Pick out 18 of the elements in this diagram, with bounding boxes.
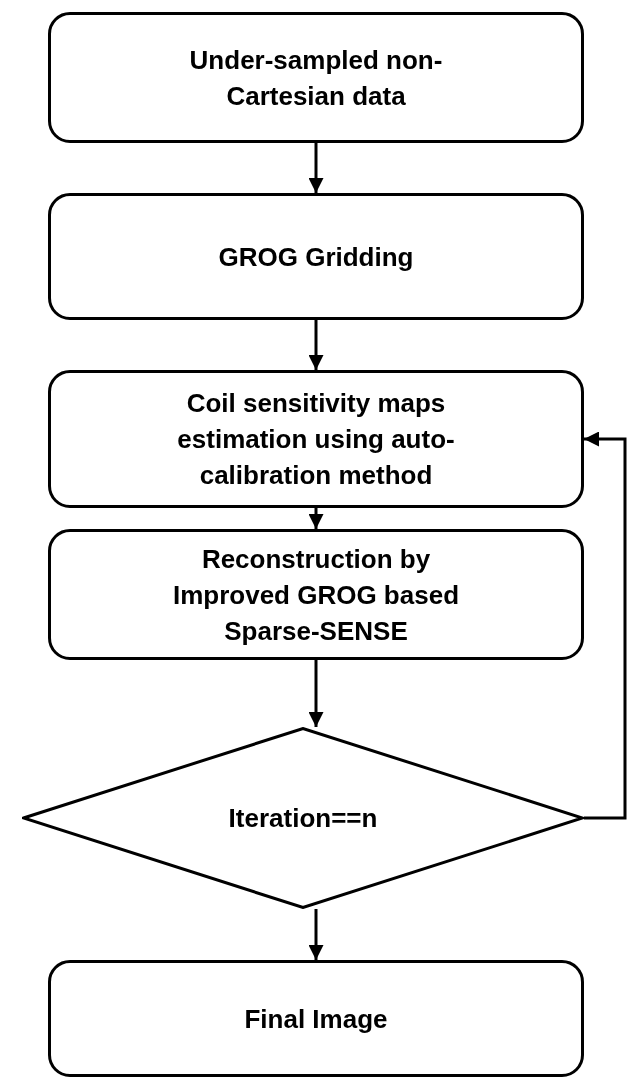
- step-text: Iteration==n: [228, 802, 378, 835]
- step-text: Reconstruction by Improved GROG based Sparse-SENSE: [171, 542, 461, 648]
- decision-diamond: [22, 727, 584, 909]
- process-box: [48, 193, 584, 320]
- arrow: [308, 909, 324, 960]
- arrow: [308, 508, 324, 529]
- step-text: GROG Gridding: [218, 240, 414, 274]
- process-box: [48, 12, 584, 143]
- arrow: [584, 431, 627, 820]
- arrow: [308, 320, 324, 370]
- arrow: [308, 660, 324, 727]
- arrow: [308, 143, 324, 193]
- step-text: Final Image: [244, 1002, 388, 1036]
- step-text: Under-sampled non-Cartesian data: [188, 43, 444, 113]
- process-box: [48, 960, 584, 1077]
- process-box: [48, 370, 584, 508]
- step-text: Coil sensitivity maps estimation using auto-calibration method: [176, 387, 456, 492]
- process-box: [48, 529, 584, 660]
